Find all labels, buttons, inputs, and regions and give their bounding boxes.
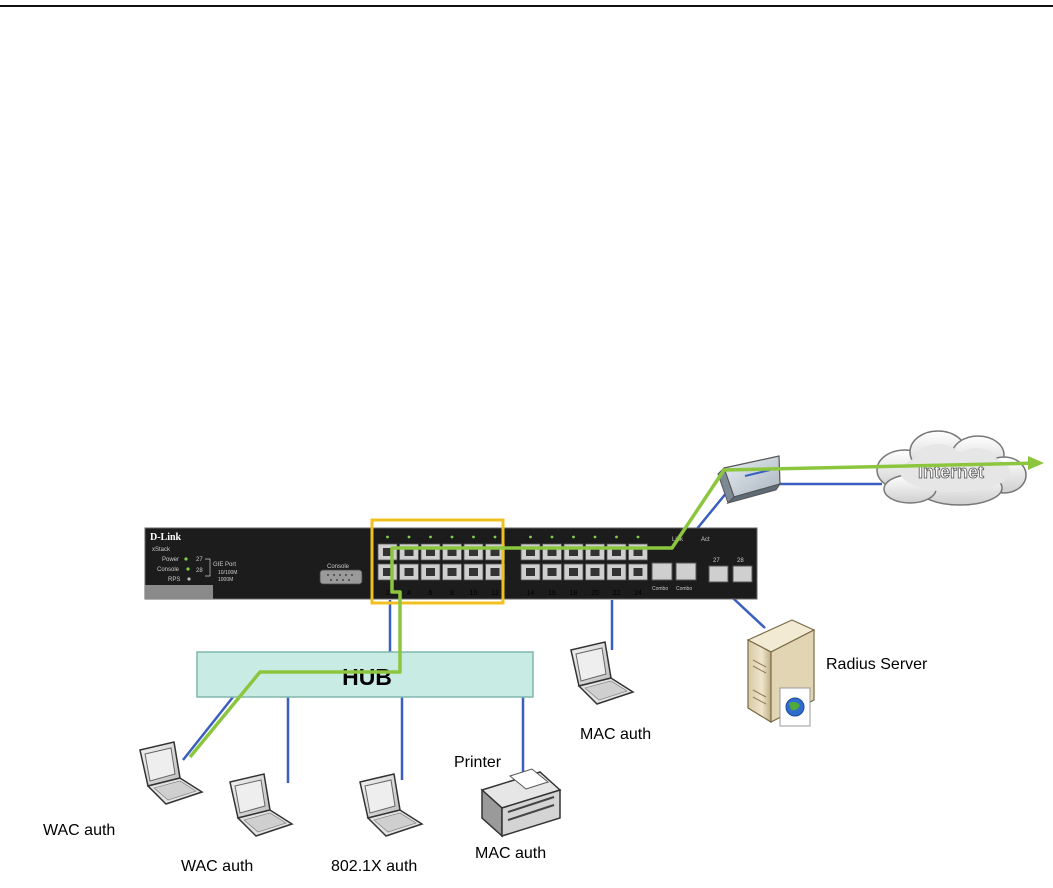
port-number-label: 8 [450,590,454,597]
ethernet-port-socket [633,548,643,556]
port-led [407,535,411,539]
ethernet-port-socket [612,568,621,576]
port-led [450,535,454,539]
port-number-label: 22 [613,590,621,597]
switch-console-led: Console [157,567,180,573]
port-led [615,535,618,539]
laptop-dot1x-icon [359,773,423,837]
port-led [550,535,554,539]
combo-label-2: Combo [676,586,692,592]
laptop-mac-auth-icon [570,641,634,705]
ethernet-port-socket [426,568,435,576]
switch-stack-label: xStack [152,547,171,553]
ethernet-port-socket [404,548,414,556]
ethernet-port-socket [426,548,435,556]
switch-speed-100: 10/100M [218,570,237,576]
port-number-label: 20 [591,590,599,597]
ethernet-port-socket [547,568,557,576]
router-icon [717,455,782,504]
port-number-label: 18 [570,590,578,597]
mac-auth-label: MAC auth [580,726,652,743]
wac-auth-label-2: WAC auth [181,858,254,875]
console-port [319,569,363,585]
switch-power-led: Power [162,557,179,563]
ethernet-port-socket [526,568,535,576]
ethernet-port-socket [590,568,600,576]
port-number-label: 2 [386,590,390,597]
port-number-label: 6 [429,590,433,597]
mac-auth-printer-label: MAC auth [475,845,547,862]
hub-box [196,651,534,698]
port-led [593,535,597,539]
ethernet-port-socket [447,548,457,556]
port-led [429,535,432,539]
ethernet-port-socket [447,568,457,576]
ethernet-port-socket [490,548,500,556]
highlight-ports-box [370,518,505,605]
wac-auth-label-1: WAC auth [43,822,116,839]
combo-port-25 [651,562,673,581]
port-led [572,535,575,539]
port-led [636,535,640,539]
ethernet-port-socket [469,548,478,556]
port-led [386,535,389,539]
radius-server-label: Radius Server [826,656,928,673]
laptop-wac-2-icon [229,773,293,837]
ethernet-port-socket [590,548,600,556]
switch-console-label: Console [327,564,350,570]
switch-brand: D-Link [150,532,182,543]
port-led [529,535,532,539]
switch-rps-led: RPS [168,577,180,583]
top-rule [0,5,1053,7]
switch-act-label: Act [701,537,710,543]
port-number-label: 14 [527,590,535,597]
ethernet-port-socket [569,568,578,576]
port-led [493,535,497,539]
port-number-label: 10 [470,590,478,597]
printer-icon [480,768,562,838]
ethernet-port-socket [612,548,621,556]
uplink-port-28 [732,565,753,583]
switch-port28-led: 28 [196,568,203,574]
ethernet-port-socket [569,548,578,556]
uplink-port-27 [708,565,729,583]
switch-device: D-Link xStack Power Console RPS 27 28 GI… [144,527,758,600]
hub-label: HUB [342,664,392,690]
uplink-num-28: 28 [737,558,744,564]
port-number-label: 16 [548,590,556,597]
switch-gie-port: GIE Port [213,562,236,568]
port-number-label: 24 [634,590,642,597]
cable-hub-wac1 [182,696,234,761]
internet-arrow-icon [1028,456,1044,470]
radius-server-icon [746,619,816,727]
combo-port-26 [675,562,697,581]
ethernet-port-socket [526,548,535,556]
port-number-label: 4 [407,590,411,597]
combo-label-1: Combo [652,586,668,592]
dot1x-auth-label: 802.1X auth [331,858,418,875]
uplink-num-27: 27 [713,558,720,564]
ethernet-port-socket [383,548,392,556]
ethernet-port-socket [383,568,392,576]
switch-base-strip [145,585,213,599]
printer-label: Printer [454,754,502,771]
ethernet-port-socket [490,568,500,576]
switch-speed-1000: 1000M [218,577,233,583]
ethernet-port-socket [469,568,478,576]
switch-port27-led: 27 [196,557,203,563]
auth-traffic-path [188,461,1041,759]
port-number-label: 12 [491,590,499,597]
ethernet-port-socket [633,568,643,576]
ethernet-port-socket [404,568,414,576]
ethernet-port-socket [547,548,557,556]
port-led [472,535,475,539]
